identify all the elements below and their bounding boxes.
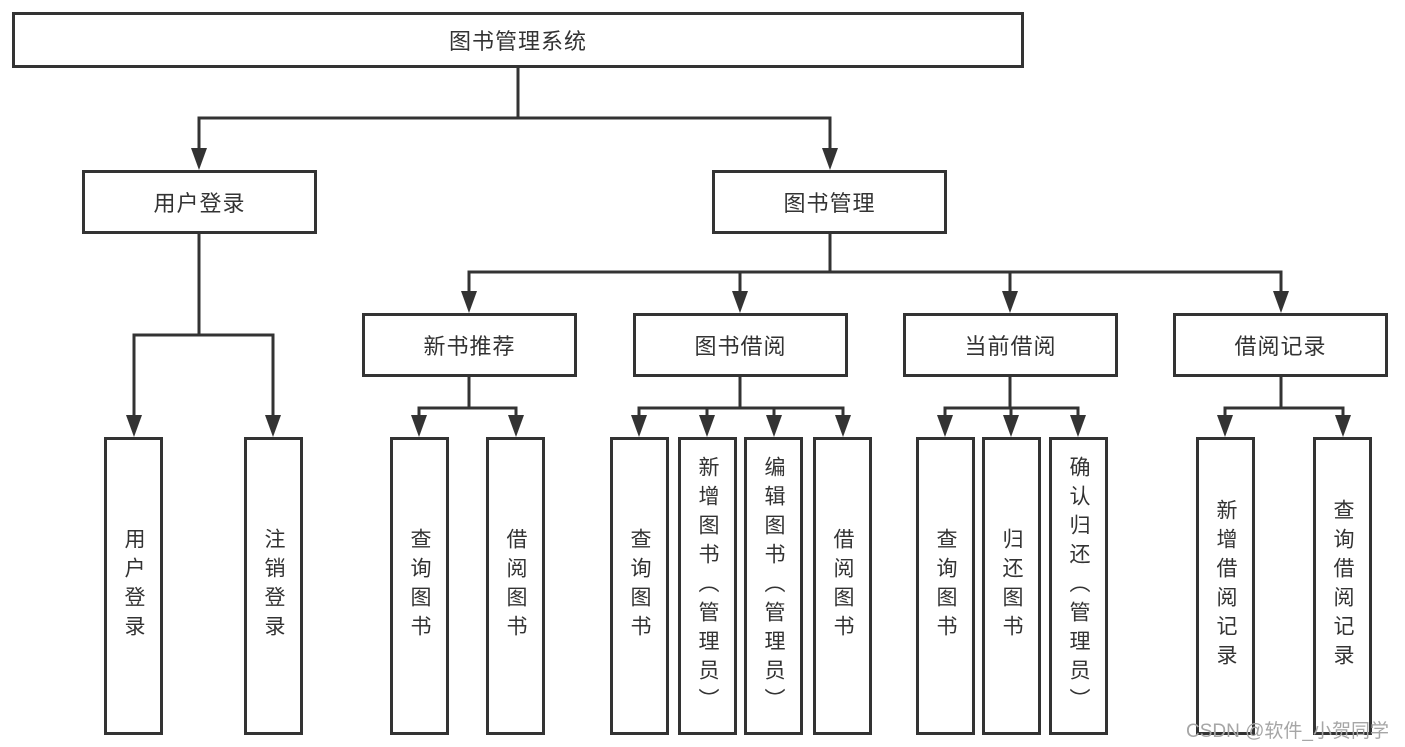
node-label: 图书管理系统	[448, 29, 587, 54]
connector-root	[197, 68, 832, 150]
node-label: 图书管理	[783, 191, 876, 216]
leaf-query-books-borrow: 查询图书	[610, 437, 669, 735]
leaf-label: 查询图书	[934, 528, 957, 644]
node-book-management-system: 图书管理系统	[12, 12, 1024, 68]
connector-book-management	[467, 234, 1283, 293]
leaf-user-login: 用户登录	[104, 437, 163, 735]
leaf-add-borrow-record: 新增借阅记录	[1196, 437, 1255, 735]
node-borrowing-records: 借阅记录	[1173, 313, 1388, 377]
connector-current-borrowing	[943, 377, 1080, 418]
leaf-query-books-newbook: 查询图书	[390, 437, 449, 735]
leaf-label: 查询图书	[408, 528, 431, 644]
leaf-confirm-return-admin: 确认归还（管理员）	[1049, 437, 1108, 735]
node-label: 借阅记录	[1234, 334, 1327, 359]
leaf-query-borrow-record: 查询借阅记录	[1313, 437, 1372, 735]
leaf-label: 确认归还（管理员）	[1067, 455, 1090, 717]
connector-book-borrowing	[637, 377, 845, 418]
leaf-edit-book-admin: 编辑图书（管理员）	[744, 437, 803, 735]
leaf-label: 查询图书	[628, 528, 651, 644]
node-label: 当前借阅	[964, 334, 1057, 359]
node-new-book-recommend: 新书推荐	[362, 313, 577, 377]
leaf-label: 借阅图书	[831, 528, 854, 644]
node-book-management: 图书管理	[712, 170, 947, 234]
leaf-label: 编辑图书（管理员）	[762, 455, 785, 717]
connector-user-login	[132, 234, 275, 418]
leaf-label: 归还图书	[1000, 528, 1023, 644]
node-label: 图书借阅	[694, 334, 787, 359]
leaf-label: 查询借阅记录	[1331, 499, 1354, 673]
node-label: 用户登录	[153, 191, 246, 216]
leaf-label: 注销登录	[262, 528, 285, 644]
csdn-watermark: CSDN @软件_小贺同学	[1186, 721, 1389, 742]
leaf-add-book-admin: 新增图书（管理员）	[678, 437, 737, 735]
leaf-borrow-books-borrow: 借阅图书	[813, 437, 872, 735]
leaf-logout: 注销登录	[244, 437, 303, 735]
node-user-login: 用户登录	[82, 170, 317, 234]
leaf-label: 新增图书（管理员）	[696, 455, 719, 717]
leaf-borrow-books-newbook: 借阅图书	[486, 437, 545, 735]
node-current-borrowing: 当前借阅	[903, 313, 1118, 377]
leaf-query-books-current: 查询图书	[916, 437, 975, 735]
node-book-borrowing: 图书借阅	[633, 313, 848, 377]
leaf-label: 新增借阅记录	[1214, 499, 1237, 673]
leaf-label: 借阅图书	[504, 528, 527, 644]
leaf-label: 用户登录	[122, 528, 145, 644]
leaf-return-books: 归还图书	[982, 437, 1041, 735]
connector-new-book	[417, 377, 518, 418]
connector-borrow-records	[1223, 377, 1345, 418]
node-label: 新书推荐	[423, 334, 516, 359]
